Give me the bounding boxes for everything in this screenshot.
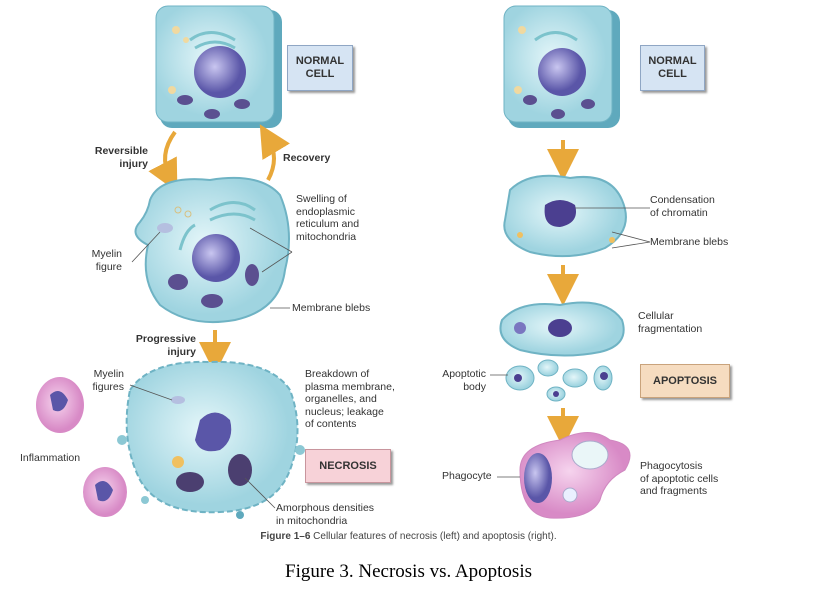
myelin-figures-label: Myelin figures	[92, 368, 124, 393]
apoptotic-body-label: Apoptotic body	[442, 368, 486, 393]
inflammation-label: Inflammation	[20, 452, 81, 464]
myelin-figure-label: Myelin figure	[91, 248, 122, 273]
reversible-injury-arrow	[148, 130, 178, 193]
normal-cell-label-right: NORMAL CELL	[640, 45, 705, 91]
swollen-cell	[134, 176, 290, 324]
leader-lines-right	[490, 207, 651, 478]
nucleus-icon	[192, 234, 240, 282]
apoptosis-label: APOPTOSIS	[640, 364, 730, 398]
inflammatory-cell	[83, 467, 127, 517]
swelling-label: Swelling of endoplasmic reticulum and mi…	[296, 193, 360, 243]
figure-caption: Figure 1–6 Cellular features of necrosis…	[0, 531, 817, 542]
membrane-blebs-label-right: Membrane blebs	[650, 236, 729, 248]
caption-text: Cellular features of necrosis (left) and…	[313, 531, 557, 542]
membrane-blebs-label-left: Membrane blebs	[292, 302, 371, 314]
phagocytosis-label: Phagocytosis of apoptotic cells and frag…	[640, 460, 719, 497]
fragmenting-cell	[499, 301, 625, 357]
phagocyte-cell	[519, 432, 631, 519]
recovery-label: Recovery	[283, 152, 331, 164]
normal-cell-label-left: NORMAL CELL	[287, 45, 353, 91]
normal-cell-right	[503, 5, 620, 128]
nucleus-icon	[194, 46, 246, 98]
nucleus-icon	[524, 453, 552, 503]
nucleus-icon	[538, 48, 586, 96]
progressive-injury-label: Progressive injury	[135, 333, 196, 358]
inflammatory-cell	[36, 377, 84, 433]
necrotic-cell	[117, 360, 305, 519]
recovery-arrow	[259, 124, 290, 181]
amorphous-densities-label: Amorphous densities in mitochondria	[276, 502, 375, 527]
shrunken-cell	[503, 174, 627, 258]
figure-number: Figure 1–6	[260, 531, 311, 542]
fragmentation-label: Cellular fragmentation	[638, 310, 703, 335]
breakdown-label: Breakdown of plasma membrane, organelles…	[305, 368, 395, 430]
condensation-label: Condensation of chromatin	[650, 194, 715, 219]
leader-lines-left	[129, 227, 293, 509]
reversible-injury-label: Reversible injury	[94, 145, 148, 170]
normal-cell-left	[155, 5, 282, 128]
apoptotic-bodies	[505, 359, 613, 402]
figure-title: Figure 3. Necrosis vs. Apoptosis	[285, 561, 532, 582]
phagocyte-label: Phagocyte	[442, 470, 492, 482]
necrosis-label: NECROSIS	[305, 449, 391, 483]
